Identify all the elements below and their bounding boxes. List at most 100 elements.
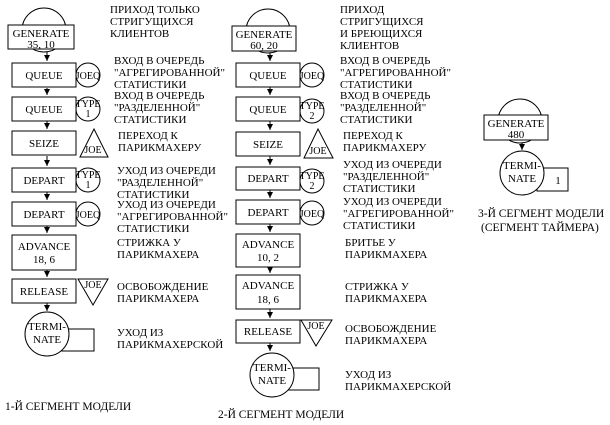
generate-note-2: ПРИХОД СТРИГУЩИХСЯ И БРЕЮЩИХСЯ КЛИЕНТОВ <box>340 4 424 52</box>
queue-label: QUEUE <box>249 70 287 82</box>
release-label: RELEASE <box>244 326 293 338</box>
annotation-line: ПАРИКМАХЕРА <box>117 249 199 261</box>
annotation-line: 1-Й СЕГМЕНТ МОДЕЛИ <box>5 399 131 413</box>
depart-label: DEPART <box>247 207 288 219</box>
annotation-line: СТАТИСТИКИ <box>117 189 189 201</box>
annotation-line: ВХОД В ОЧЕРЕДЬ <box>114 55 204 67</box>
seize-note-2: ПЕРЕХОД К ПАРИКМАХЕРУ <box>343 130 427 154</box>
generate-operands: 480 <box>508 129 525 141</box>
segment-3-caption: 3-Й СЕГМЕНТ МОДЕЛИ (СЕГМЕНТ ТАЙМЕРА) <box>478 206 604 234</box>
annotation-line: КЛИЕНТОВ <box>340 40 399 52</box>
depart-tag: JOEQ <box>300 209 325 220</box>
annotation-line: 3-Й СЕГМЕНТ МОДЕЛИ <box>478 206 604 220</box>
segment-1: GENERATE 35, 10 ПРИХОД ТОЛЬКО СТРИГУЩИХС… <box>5 4 228 413</box>
release-block-1: RELEASE JOE <box>11 278 109 307</box>
queue-label: QUEUE <box>249 104 287 116</box>
queue-block-2b: QUEUE TYPE 2 <box>235 96 325 124</box>
terminate-label-2: NATE <box>508 173 536 185</box>
annotation-line: "РАЗДЕЛЕННОЙ" <box>117 177 203 189</box>
annotation-line: ПРИХОД ТОЛЬКО <box>110 4 200 16</box>
depart-block-1a: DEPART TYPE 1 <box>11 167 101 193</box>
generate-operands: 35, 10 <box>27 39 55 51</box>
release-note-2: ОСВОБОЖДЕНИЕ ПАРИКМАХЕРА <box>345 323 437 347</box>
annotation-line: СТРИГУЩИХСЯ <box>110 16 194 28</box>
advance-operands: 10, 2 <box>257 252 279 264</box>
annotation-line: "РАЗДЕЛЕННОЙ" <box>114 102 200 114</box>
depart-block-1b: DEPART JOEQ <box>11 201 101 227</box>
depart-note-2b: УХОД ИЗ ОЧЕРЕДИ "АГРЕГИРОВАННОЙ" СТАТИСТ… <box>343 196 454 232</box>
advance-label: ADVANCE <box>18 241 71 253</box>
seize-block-2: SEIZE JOE <box>235 127 334 159</box>
queue-label: QUEUE <box>25 104 63 116</box>
segment-2-caption: 2-Й СЕГМЕНТ МОДЕЛИ <box>218 407 344 421</box>
annotation-line: (СЕГМЕНТ ТАЙМЕРА) <box>481 220 599 234</box>
depart-note-2a: УХОД ИЗ ОЧЕРЕДИ "РАЗДЕЛЕННОЙ" СТАТИСТИКИ <box>343 159 442 195</box>
segment-1-caption: 1-Й СЕГМЕНТ МОДЕЛИ <box>5 399 131 413</box>
terminate-label-2: NATE <box>258 375 286 387</box>
terminate-label-1: TERMI- <box>503 160 541 172</box>
annotation-line: СТАТИСТИКИ <box>340 79 412 91</box>
annotation-line: ПАРИКМАХЕРСКОЙ <box>117 339 223 351</box>
annotation-line: "АГРЕГИРОВАННОЙ" <box>117 211 228 223</box>
annotation-line: БРИТЬЕ У <box>345 237 396 249</box>
depart-tag: JOEQ <box>76 210 101 221</box>
advance-operands: 18, 6 <box>257 294 280 306</box>
generate-note-1: ПРИХОД ТОЛЬКО СТРИГУЩИХСЯ КЛИЕНТОВ <box>110 4 200 40</box>
terminate-label-1: TERMI- <box>253 362 291 374</box>
annotation-line: СТАТИСТИКИ <box>114 114 186 126</box>
terminate-block-2: TERMI- NATE <box>249 352 320 398</box>
annotation-line: УХОД ИЗ ОЧЕРЕДИ <box>343 159 442 171</box>
annotation-line: ПАРИКМАХЕРА <box>345 335 427 347</box>
seize-label: SEIZE <box>253 139 283 151</box>
annotation-line: КЛИЕНТОВ <box>110 28 169 40</box>
release-tag: JOE <box>84 280 101 291</box>
queue-note-1b: ВХОД В ОЧЕРЕДЬ "РАЗДЕЛЕННОЙ" СТАТИСТИКИ <box>114 90 204 126</box>
depart-tag: TYPE <box>76 170 101 181</box>
annotation-line: УХОД ИЗ ОЧЕРЕДИ <box>343 196 442 208</box>
generate-label: GENERATE <box>236 29 293 41</box>
annotation-line: ПАРИКМАХЕРА <box>345 293 427 305</box>
seize-tag: JOE <box>309 146 326 157</box>
generate-block-1: GENERATE 35, 10 <box>7 7 75 53</box>
annotation-line: ПРИХОД <box>340 4 385 16</box>
annotation-line: СТАТИСТИКИ <box>343 220 415 232</box>
annotation-line: ПАРИКМАХЕРСКОЙ <box>345 381 451 393</box>
annotation-line: СТАТИСТИКИ <box>340 114 412 126</box>
seize-label: SEIZE <box>29 138 59 150</box>
advance-block-1: ADVANCE 18, 6 <box>11 234 77 271</box>
queue-label: QUEUE <box>25 70 63 82</box>
segment-2: GENERATE 60, 20 ПРИХОД СТРИГУЩИХСЯ И БРЕ… <box>218 4 454 421</box>
depart-note-1b: УХОД ИЗ ОЧЕРЕДИ "АГРЕГИРОВАННОЙ" СТАТИСТ… <box>117 199 228 235</box>
annotation-line: "РАЗДЕЛЕННОЙ" <box>343 171 429 183</box>
queue-block-2a: QUEUE JOEQ <box>235 62 325 88</box>
annotation-line: СТАТИСТИКИ <box>117 223 189 235</box>
terminate-label-2: NATE <box>33 334 61 346</box>
annotation-line: "АГРЕГИРОВАННОЙ" <box>114 67 225 79</box>
annotation-line: "РАЗДЕЛЕННОЙ" <box>340 102 426 114</box>
annotation-line: И БРЕЮЩИХСЯ <box>340 28 423 40</box>
release-block-2: RELEASE JOE <box>235 319 333 347</box>
depart-label: DEPART <box>23 209 64 221</box>
depart-label: DEPART <box>247 173 288 185</box>
terminate-operand: 1 <box>555 175 561 187</box>
annotation-line: СТРИГУЩИХСЯ <box>340 16 424 28</box>
release-label: RELEASE <box>20 286 69 298</box>
advance-operands: 18, 6 <box>33 254 56 266</box>
terminate-block-1: TERMI- NATE <box>24 311 95 357</box>
queue-note-2a: ВХОД В ОЧЕРЕДЬ "АГРЕГИРОВАННОЙ" СТАТИСТИ… <box>340 55 451 91</box>
annotation-line: УХОД ИЗ ОЧЕРЕДИ <box>117 199 216 211</box>
annotation-line: УХОД ИЗ <box>117 327 164 339</box>
depart-label: DEPART <box>23 175 64 187</box>
annotation-line: СТАТИСТИКИ <box>114 79 186 91</box>
annotation-line: ПЕРЕХОД К <box>343 130 404 142</box>
annotation-line: ПАРИКМАХЕРА <box>345 249 427 261</box>
annotation-line: 2-Й СЕГМЕНТ МОДЕЛИ <box>218 407 344 421</box>
segment-3: GENERATE 480 TERMI- NATE 1 3-Й СЕГМЕНТ М… <box>478 98 604 234</box>
generate-block-2: GENERATE 60, 20 <box>231 8 297 54</box>
depart-tag: TYPE <box>300 171 325 182</box>
generate-label: GENERATE <box>488 118 545 130</box>
queue-note-1a: ВХОД В ОЧЕРЕДЬ "АГРЕГИРОВАННОЙ" СТАТИСТИ… <box>114 55 225 91</box>
queue-tag: JOEQ <box>76 71 101 82</box>
release-tag: JOE <box>307 321 324 332</box>
